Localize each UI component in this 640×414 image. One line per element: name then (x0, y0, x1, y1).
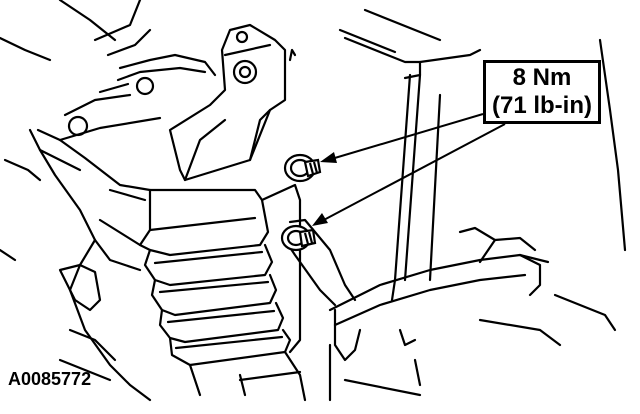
torque-value-imperial: (71 lb-in) (492, 92, 592, 119)
upper-bolt-icon (283, 153, 322, 183)
background-structure (0, 0, 627, 302)
leader-arrowheads (312, 152, 337, 226)
arrowhead-lower-bolt (312, 213, 328, 226)
torque-callout-box: 8 Nm (71 lb-in) (483, 60, 601, 124)
right-hardware (283, 218, 617, 402)
torque-value-metric: 8 Nm (512, 64, 572, 91)
leader-to-lower-bolt (319, 123, 506, 223)
figure-reference-number: A0085772 (8, 369, 92, 389)
callout-leaders (319, 113, 506, 223)
mount-body (98, 183, 307, 402)
mount-bracket (36, 23, 297, 192)
lower-bolt-icon (280, 224, 317, 252)
arrowhead-upper-bolt (320, 152, 337, 163)
left-frame (28, 128, 247, 402)
leader-to-upper-bolt (327, 113, 484, 161)
